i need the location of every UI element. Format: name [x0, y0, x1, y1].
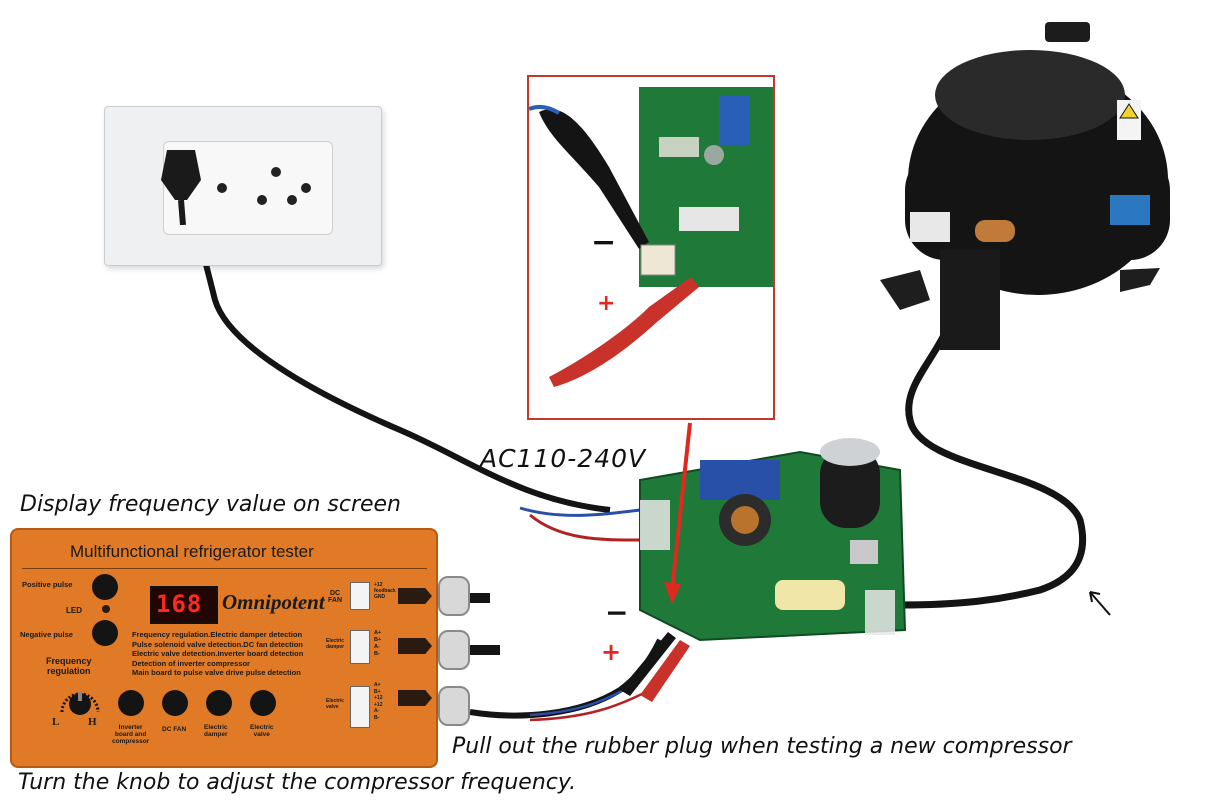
dc-fan-tab	[398, 588, 432, 604]
description-line: Electric valve detection.Inverter board …	[132, 649, 304, 658]
board-clip-black	[620, 632, 676, 696]
led-label: LED	[66, 606, 82, 615]
electric-damper-button[interactable]	[206, 690, 232, 716]
electric-damper-tab	[398, 638, 432, 654]
dc-fan-port[interactable]	[350, 582, 370, 610]
board-clip-red	[640, 640, 690, 702]
inverter-board-label: Inverter board and compressor	[112, 724, 150, 745]
positive-pulse-button[interactable]	[92, 574, 118, 600]
dc-fan-port-label: DC FAN	[328, 590, 342, 604]
title-divider	[22, 568, 427, 569]
electric-valve-port-label: Electric valve	[326, 698, 345, 710]
knob-high-label: H	[88, 716, 97, 728]
inset-photo: − +	[527, 75, 775, 420]
description-line: Pulse solenoid valve detection.DC fan de…	[132, 639, 303, 649]
electric-damper-port-label: Electric damper	[326, 638, 345, 650]
function-description: Frequency regulation.Electric damper det…	[132, 630, 303, 678]
dc-fan-pins: +12 feedback GND	[374, 582, 396, 600]
electric-valve-tab	[398, 690, 432, 706]
board-plus-sign: +	[601, 638, 622, 666]
frequency-knob[interactable]	[58, 680, 102, 720]
led-indicator	[102, 605, 110, 613]
brand-name: Omnipotent	[222, 590, 325, 614]
inset-clip-red	[549, 277, 699, 387]
frequency-regulation-label: Frequency regulation	[46, 656, 92, 676]
refrigerator-tester: Multifunctional refrigerator tester Posi…	[10, 528, 438, 768]
display-frequency-caption: Display frequency value on screen	[20, 492, 402, 517]
pointer-arrow	[670, 422, 692, 591]
negative-pulse-label: Negative pulse	[20, 630, 73, 639]
rubber-connector[interactable]	[438, 576, 470, 616]
electric-damper-port[interactable]	[350, 630, 370, 664]
compressor-cable	[899, 299, 1087, 609]
rubber-connector[interactable]	[438, 686, 470, 726]
inset-minus-sign: −	[591, 225, 617, 260]
electric-damper-label: Electric damper	[204, 724, 228, 738]
positive-pulse-label: Positive pulse	[22, 580, 73, 589]
tester-title: Multifunctional refrigerator tester	[70, 542, 314, 561]
knob-low-label: L	[52, 716, 60, 728]
voltage-caption: AC110-240V	[480, 444, 647, 473]
control-board	[639, 438, 907, 642]
board-lead-red	[529, 513, 641, 542]
electric-valve-label: Electric valve	[250, 724, 274, 738]
rubber-plug-caption: Pull out the rubber plug when testing a …	[452, 734, 1072, 759]
frequency-display: 168	[150, 586, 218, 624]
rubber-connector[interactable]	[438, 630, 470, 670]
wall-outlet	[104, 106, 382, 266]
description-line: Main board to pulse valve drive pulse de…	[132, 668, 301, 677]
plug-icon	[161, 150, 201, 225]
inset-clip-black	[539, 109, 649, 249]
board-minus-sign: −	[605, 596, 629, 629]
inset-plus-sign: +	[597, 291, 616, 316]
dc-fan-label: DC FAN	[162, 726, 187, 733]
knob-caption: Turn the knob to adjust the compressor f…	[18, 770, 577, 795]
compressor	[880, 22, 1170, 350]
display-value: 168	[156, 590, 203, 618]
description-line: Detection of inverter compressor	[132, 658, 250, 668]
description-line: Frequency regulation.Electric damper det…	[132, 630, 303, 639]
dc-fan-button[interactable]	[162, 690, 188, 716]
inverter-board-button[interactable]	[118, 690, 144, 716]
electric-valve-button[interactable]	[250, 690, 276, 716]
electric-valve-port[interactable]	[350, 686, 370, 728]
cable-arrow	[1089, 591, 1111, 616]
electric-valve-pins: A+ B+ +12 +12 A- B-	[374, 682, 383, 721]
negative-pulse-button[interactable]	[92, 620, 118, 646]
board-lead-blue	[519, 506, 641, 517]
electric-damper-pins: A+ B+ A- B-	[374, 630, 382, 657]
